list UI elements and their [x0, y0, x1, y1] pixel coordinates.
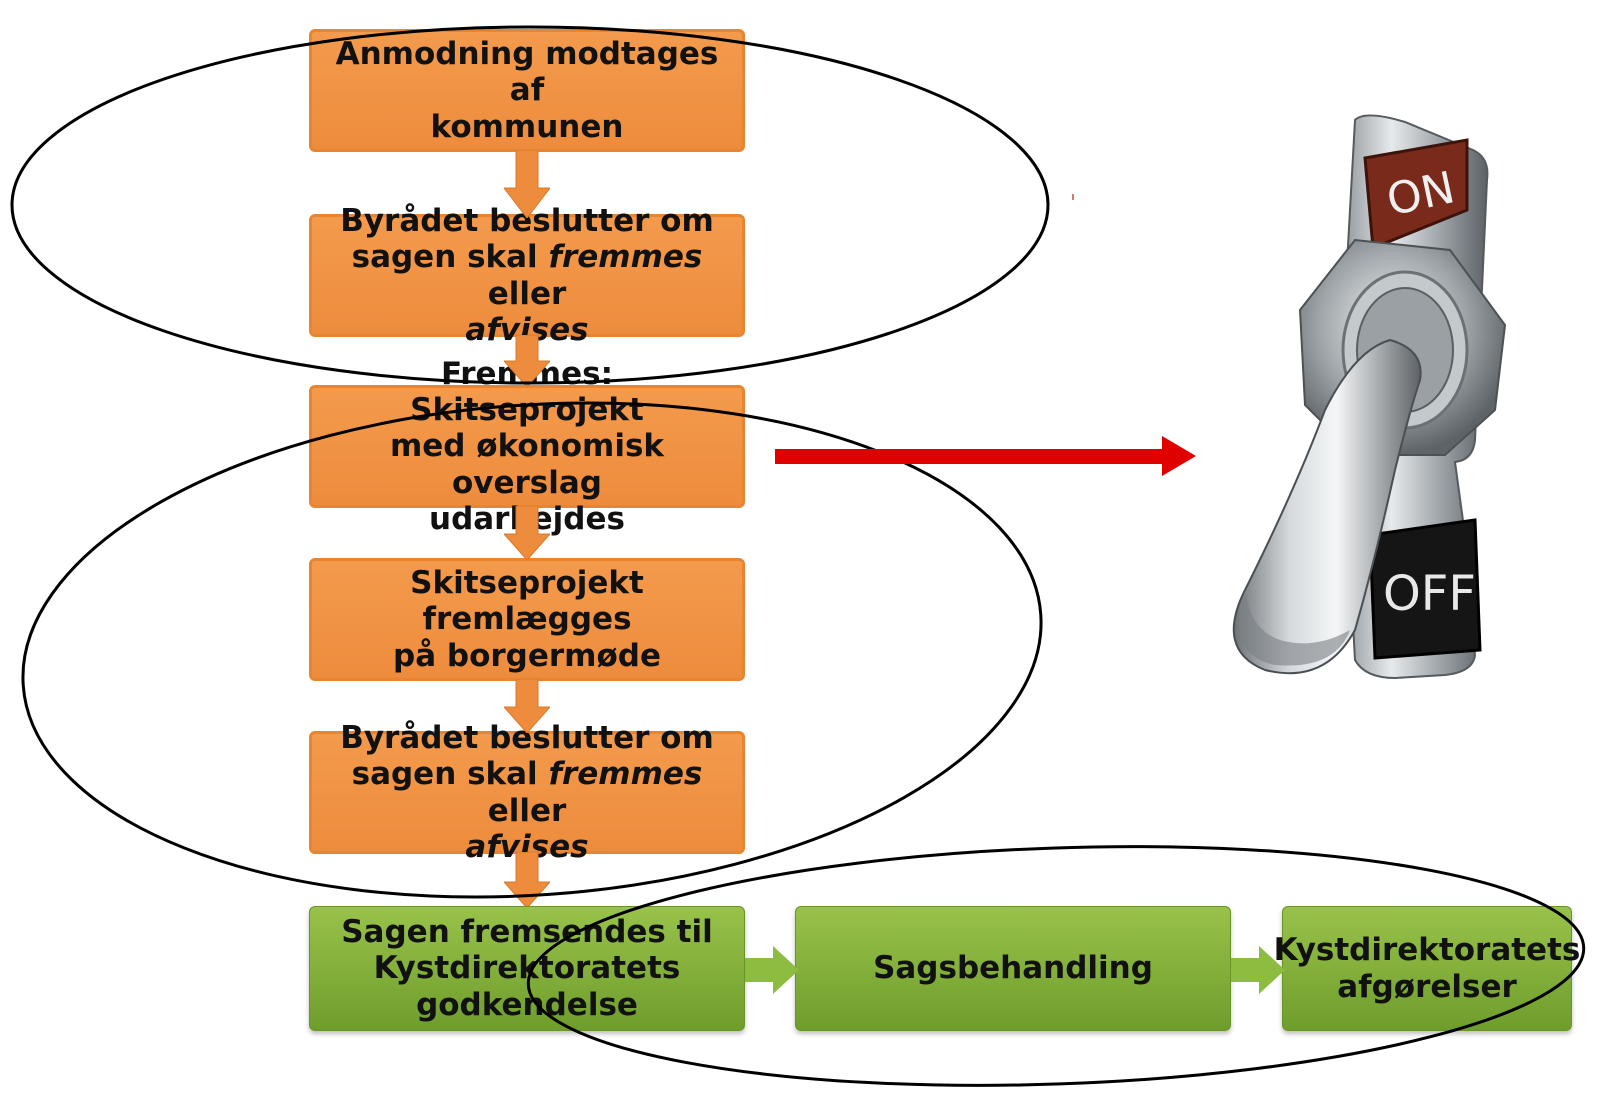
ellipse-annotation-bottom	[526, 845, 1586, 1087]
green-step-case-processing: Sagsbehandling	[795, 906, 1231, 1031]
arrow-down-icon	[504, 150, 550, 218]
ellipse-annotation-top	[10, 25, 1050, 385]
red-arrow-icon	[775, 436, 1196, 476]
arrow-down-icon	[504, 679, 550, 733]
on-label: ON	[1363, 138, 1469, 251]
svg-text:OFF: OFF	[1383, 566, 1476, 622]
step-text: Sagsbehandling	[873, 950, 1153, 987]
step-text: kommunen	[430, 108, 624, 145]
ellipse-annotation-middle	[21, 401, 1043, 899]
step-text: på borgermøde	[393, 637, 661, 674]
off-label: OFF	[1368, 518, 1482, 660]
step-text: Kystdirektoratets	[1273, 932, 1581, 969]
step-text-line2: sagen skal fremmes eller	[351, 756, 703, 829]
step-text: Skitseprojekt fremlægges	[410, 565, 644, 638]
green-step-forwarded: Sagen fremsendes til Kystdirektoratets g…	[309, 906, 745, 1031]
step-citizen-meeting: Skitseprojekt fremlægges på borgermøde	[309, 558, 745, 681]
arrow-right-icon	[745, 946, 799, 994]
step-text: med økonomisk overslag	[389, 428, 665, 501]
step-text-line2: sagen skal fremmes eller	[351, 239, 703, 312]
step-request-received: Anmodning modtages af kommunen	[309, 29, 745, 152]
step-text: afgørelser	[1337, 968, 1517, 1005]
arrow-right-icon	[1231, 946, 1285, 994]
toggle-switch-icon: ON OFF	[1232, 114, 1507, 680]
step-text: Anmodning modtages af	[335, 36, 719, 109]
step-text: godkendelse	[416, 986, 638, 1023]
arrow-down-icon	[504, 506, 550, 560]
arrow-down-icon	[504, 335, 550, 387]
step-text: Sagen fremsendes til	[341, 914, 713, 951]
